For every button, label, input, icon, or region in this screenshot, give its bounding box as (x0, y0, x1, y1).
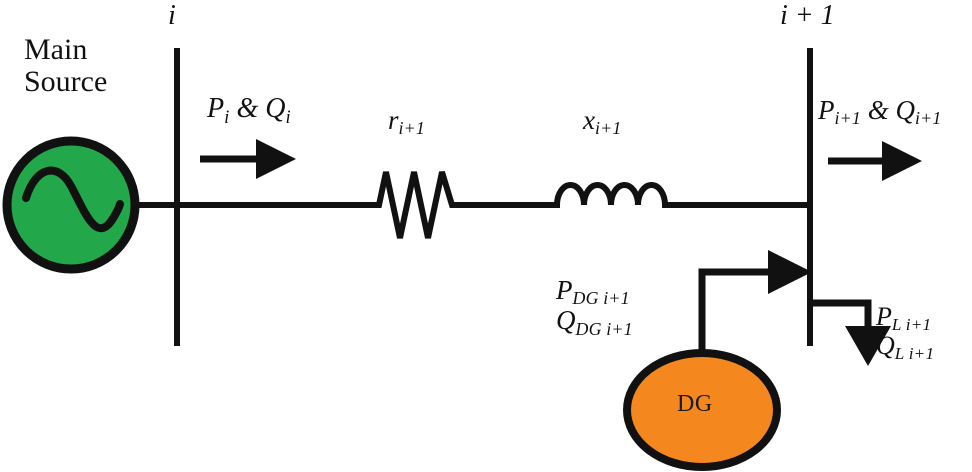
busbar-i-label: i (168, 1, 176, 30)
dg-name-label: DG (677, 391, 713, 417)
resistor-label: ri+1 (388, 105, 425, 138)
load-power-label: PL i+1 QL i+1 (876, 302, 934, 363)
resistor-label-sub: i+1 (398, 118, 425, 139)
busbar-i-plus-1-label: i + 1 (780, 1, 835, 30)
flow-label-i-q: Q (265, 93, 286, 124)
resistor-symbol (372, 171, 525, 239)
flow-label-i1-q-sub: i+1 (915, 108, 942, 129)
inductor-label-sub: i+1 (594, 118, 622, 139)
dg-power-label-line2: QDG i+1 (556, 305, 633, 338)
inductor-symbol (525, 182, 810, 208)
dg-symbol (623, 349, 781, 471)
main-source-label: Main Source (24, 34, 107, 97)
inductor-label: xi+1 (583, 105, 621, 138)
flow-label-i1-q: Q (895, 95, 916, 125)
load-branch (810, 299, 891, 366)
dg-power-label-line1: PDG i+1 (556, 275, 630, 309)
flow-label-i-q-sub: i (285, 106, 291, 127)
dg-name-text: DG (677, 391, 713, 417)
load-power-label-line2: QL i+1 (876, 331, 934, 363)
main-source-label-line1: Main (24, 33, 88, 66)
load-q-symbol: Q (876, 331, 895, 361)
main-source-label-line2: Source (24, 64, 108, 98)
dg-q-sub: DG i+1 (575, 318, 633, 339)
flow-label-i1-p: P (818, 95, 835, 125)
load-q-sub: L i+1 (894, 344, 935, 364)
busbar-i-label-text: i (168, 0, 176, 31)
dg-injection-branch (698, 250, 812, 356)
flow-arrow-i-plus-1 (828, 141, 922, 181)
resistor-label-symbol: r (388, 105, 399, 135)
flow-label-i1-amp: & (867, 95, 889, 125)
dg-p-symbol: P (556, 275, 573, 305)
load-power-label-line1: PL i+1 (876, 302, 932, 335)
flow-label-i: Pi & Qi (207, 93, 291, 126)
flow-label-i-plus-1: Pi+1 & Qi+1 (818, 95, 941, 128)
flow-label-i-p-sub: i (224, 106, 230, 127)
flow-label-i1-p-sub: i+1 (834, 108, 861, 129)
busbar-i-plus-1-label-text: i + 1 (780, 0, 835, 31)
dg-power-label: PDG i+1 QDG i+1 (556, 275, 633, 338)
flow-label-i-p: P (207, 93, 225, 124)
flow-arrow-i (200, 139, 296, 179)
inductor-label-symbol: x (583, 105, 595, 135)
dg-p-sub: DG i+1 (572, 288, 630, 309)
load-p-sub: L i+1 (891, 315, 932, 335)
load-p-symbol: P (876, 302, 892, 331)
dg-q-symbol: Q (556, 305, 576, 336)
flow-label-i-amp: & (236, 93, 259, 124)
sine-wave-icon (22, 166, 124, 232)
